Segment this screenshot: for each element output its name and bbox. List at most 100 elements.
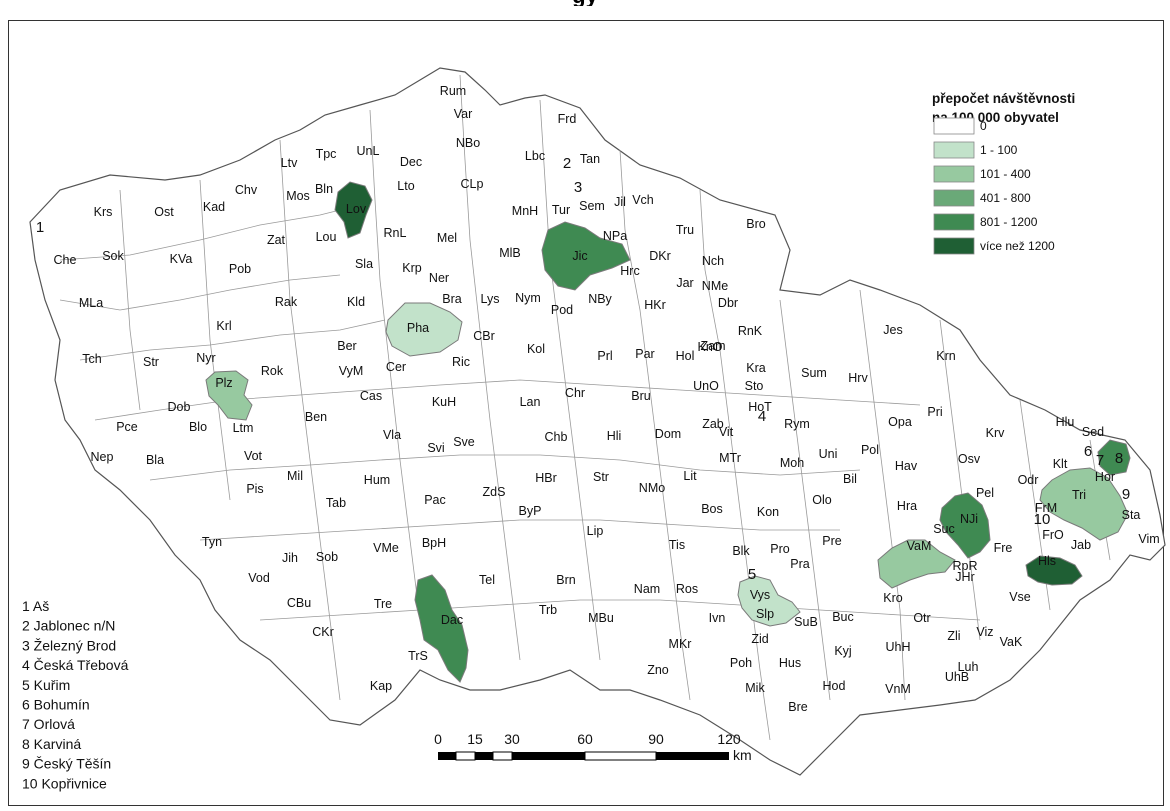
- scale-tick-label: 30: [504, 731, 520, 747]
- district-label-sob: Sob: [316, 550, 338, 564]
- scale-tick-label: 120: [717, 731, 741, 747]
- district-label-nep: Nep: [91, 450, 114, 464]
- legend-swatch: [933, 141, 975, 159]
- district-label-lbc: Lbc: [525, 149, 545, 163]
- district-label-tab: Tab: [326, 496, 346, 510]
- district-label-dkr: DKr: [649, 249, 671, 263]
- district-label-pro: Pro: [770, 542, 790, 556]
- district-label-tan: Tan: [580, 152, 600, 166]
- district-label-bru: Bru: [631, 389, 651, 403]
- district-label-hot: HoT: [748, 400, 772, 414]
- district-label-trs: TrS: [408, 649, 428, 663]
- scale-bar-segment-5: [512, 752, 585, 760]
- district-label-tru: Tru: [676, 223, 694, 237]
- district-label-tpc: Tpc: [316, 147, 337, 161]
- district-label-pod: Pod: [551, 303, 573, 317]
- town-number-6: 6: [1084, 443, 1092, 460]
- district-label-vym: VyM: [339, 364, 364, 378]
- district-pre-shape: [877, 539, 956, 589]
- district-label-ber: Ber: [337, 339, 356, 353]
- district-label-dac: Dac: [441, 613, 463, 627]
- district-label-kol: Kol: [527, 342, 545, 356]
- district-label-luh: Luh: [958, 660, 979, 674]
- district-label-pre: Pre: [822, 534, 842, 548]
- footnote-item: 3 Železný Brod: [22, 637, 116, 653]
- district-label-vnm: VnM: [885, 682, 911, 696]
- district-label-blo: Blo: [189, 420, 207, 434]
- district-label-mil: Mil: [287, 469, 303, 483]
- district-label-mla: MLa: [79, 296, 103, 310]
- footnote-item: 2 Jablonec n/N: [22, 618, 115, 634]
- district-label-uni: Uni: [819, 447, 838, 461]
- legend-swatch: [933, 189, 975, 207]
- district-label-nam: Nam: [634, 582, 660, 596]
- district-label-pel: Pel: [976, 486, 994, 500]
- district-label-chv: Chv: [235, 183, 258, 197]
- town-number-3: 3: [574, 179, 582, 196]
- district-label-poh: Poh: [730, 656, 752, 670]
- district-label-cas: Cas: [360, 389, 382, 403]
- district-label-ros: Ros: [676, 582, 698, 596]
- district-label-lan: Lan: [520, 395, 541, 409]
- district-label-zid: Zid: [751, 632, 768, 646]
- district-label-sve: Sve: [453, 435, 475, 449]
- district-label-hus: Hus: [779, 656, 801, 670]
- legend-swatch: [933, 237, 975, 255]
- district-frm-shape: [1039, 467, 1129, 541]
- district-label-kva: KVa: [170, 252, 193, 266]
- district-hra-shape: [939, 492, 991, 559]
- district-label-bre: Bre: [788, 700, 808, 714]
- district-label-rok: Rok: [261, 364, 284, 378]
- district-label-rym: Rym: [784, 417, 810, 431]
- district-label-krv: Krv: [986, 426, 1006, 440]
- district-label-lto: Lto: [397, 179, 414, 193]
- district-label-vam: VaM: [907, 539, 932, 553]
- district-label-chb: Chb: [545, 430, 568, 444]
- district-label-jic: Jic: [572, 249, 587, 263]
- district-label-blk: Blk: [732, 544, 750, 558]
- map-title-fragment: gy: [0, 0, 1170, 6]
- district-label-sta: Sta: [1122, 508, 1141, 522]
- country-outline: [29, 67, 1166, 776]
- district-label-sed: Sed: [1082, 425, 1104, 439]
- district-label-hlu: Hlu: [1056, 415, 1075, 429]
- district-label-rpr: RpR: [952, 559, 977, 573]
- district-label-kyj: Kyj: [834, 644, 851, 658]
- district-label-che: Che: [54, 253, 77, 267]
- legend-swatch: [933, 117, 975, 135]
- district-label-mtr: MTr: [719, 451, 741, 465]
- district-label-mos: Mos: [286, 189, 310, 203]
- district-label-uhb: UhB: [945, 670, 969, 684]
- district-label-clp: CLp: [461, 177, 484, 191]
- district-label-dbr: Dbr: [718, 296, 738, 310]
- district-label-chr: Chr: [565, 386, 585, 400]
- district-label-lou: Lou: [316, 230, 337, 244]
- district-label-jes: Jes: [883, 323, 902, 337]
- district-label-sla: Sla: [355, 257, 373, 271]
- district-label-pob: Pob: [229, 262, 251, 276]
- district-label-bil: Bil: [843, 472, 857, 486]
- scale-tick-label: 0: [434, 731, 442, 747]
- district-label-pha: Pha: [407, 321, 429, 335]
- district-label-opa: Opa: [888, 415, 912, 429]
- district-label-ckr: CKr: [312, 625, 334, 639]
- district-label-krl: Krl: [216, 319, 231, 333]
- footnote-item: 6 Bohumín: [22, 697, 90, 713]
- district-label-rum: Rum: [440, 84, 466, 98]
- footnote-item: 8 Karviná: [22, 736, 81, 752]
- town-number-4: 4: [758, 408, 766, 425]
- district-label-pce: Pce: [116, 420, 138, 434]
- district-label-sok: Sok: [102, 249, 124, 263]
- district-label-bph: BpH: [422, 536, 446, 550]
- district-label-str: Str: [143, 355, 159, 369]
- filled-districts: [205, 181, 1131, 683]
- district-label-bos: Bos: [701, 502, 723, 516]
- district-label-hkr: HKr: [644, 298, 666, 312]
- district-label-mkr: MKr: [669, 637, 692, 651]
- district-label-dec: Dec: [400, 155, 422, 169]
- district-label-vme: VMe: [373, 541, 399, 555]
- district-label-jar: Jar: [676, 276, 693, 290]
